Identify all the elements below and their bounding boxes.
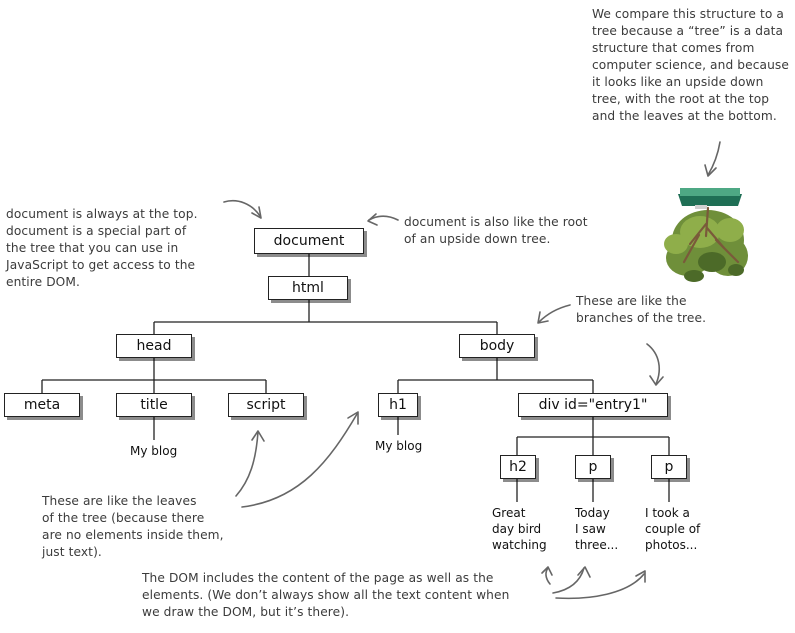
arrow-to-tree-image — [707, 141, 721, 176]
arrow-branches-1 — [538, 304, 571, 323]
node-title: title — [116, 393, 192, 417]
node-p-2: p — [651, 455, 687, 479]
node-script: script — [228, 393, 304, 417]
arrow-branches-1-head — [537, 311, 549, 324]
arrow-to-document-head — [251, 206, 262, 219]
arrow-leaves-1 — [235, 431, 259, 497]
node-p-1: p — [575, 455, 611, 479]
arrow-root-head — [367, 213, 378, 226]
text-leaf-p-2: I took a couple of photos... — [645, 506, 701, 552]
text-leaf-h2: Great day bird watching — [492, 506, 547, 552]
node-h1: h1 — [378, 393, 418, 417]
arrow-content-2-head — [577, 566, 591, 578]
node-meta: meta — [4, 393, 80, 417]
node-document: document — [254, 228, 364, 254]
arrow-branches-2-head — [649, 375, 664, 386]
arrow-branches-2 — [646, 343, 661, 385]
annotation-content: The DOM includes the content of the page… — [142, 571, 510, 619]
node-h2: h2 — [500, 455, 536, 479]
node-body: body — [459, 334, 535, 358]
annotation-root: document is also like the root of an ups… — [404, 215, 588, 246]
annotation-tree-explain: We compare this structure to a tree beca… — [592, 7, 789, 123]
node-html: html — [268, 276, 348, 300]
text-leaf-h1: My blog — [375, 439, 423, 453]
arrow-content-3-head — [635, 570, 646, 583]
annotation-document-top: document is always at the top. document … — [6, 207, 198, 289]
text-leaf-p-1: Today I saw three... — [575, 506, 619, 552]
arrow-content-1 — [545, 567, 551, 585]
annotation-leaves: These are like the leaves of the tree (b… — [42, 494, 224, 559]
node-div-entry1: div id="entry1" — [518, 393, 668, 417]
arrow-leaves-1-head — [251, 430, 265, 442]
annotation-arrows — [223, 141, 721, 600]
arrow-content-3 — [555, 573, 645, 600]
text-leaf-title: My blog — [130, 444, 178, 458]
arrow-leaves-2 — [241, 413, 358, 508]
arrow-to-tree-image-head — [704, 164, 717, 177]
arrow-to-document — [223, 200, 261, 217]
arrow-leaves-2-head — [347, 411, 359, 425]
arrow-content-1-head — [541, 566, 553, 576]
tree-connectors — [41, 254, 670, 502]
arrow-content-2 — [552, 567, 585, 594]
annotation-branches: These are like the branches of the tree. — [576, 294, 707, 325]
upside-down-tree-icon — [664, 188, 748, 282]
node-head: head — [116, 334, 192, 358]
